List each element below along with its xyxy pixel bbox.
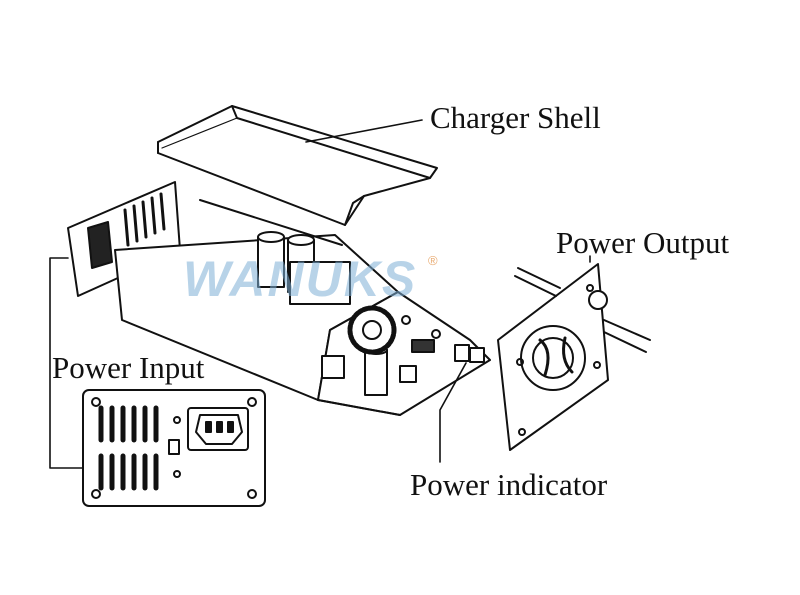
- label-power-input: Power Input: [52, 350, 205, 385]
- label-power-indicator: Power indicator: [410, 467, 608, 502]
- pcb-components: [321, 315, 485, 383]
- watermark-logo: WANUKS: [183, 251, 418, 307]
- watermark-registered-mark: ®: [428, 253, 438, 268]
- output-panel: [497, 263, 609, 451]
- label-power-output: Power Output: [556, 225, 730, 260]
- transformer: [289, 261, 351, 305]
- charger-shell-cover: [157, 105, 438, 226]
- toroid-coil: [347, 305, 397, 355]
- rear-panel: [67, 181, 181, 297]
- label-charger-shell: Charger Shell: [430, 100, 601, 135]
- power-input-panel: [82, 389, 266, 507]
- leader-lines: [49, 119, 591, 469]
- output-cable: [514, 267, 651, 353]
